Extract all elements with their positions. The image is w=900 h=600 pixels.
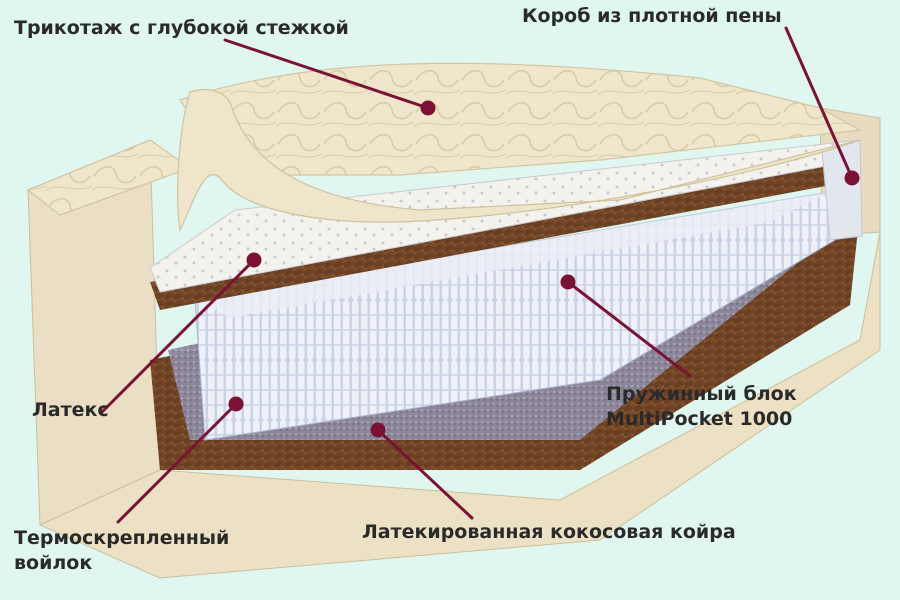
leader-foam-box (784, 26, 854, 180)
label-knitted-cover: Трикотаж с глубокой стежкой (14, 17, 349, 39)
label-felt-line2: войлок (14, 552, 93, 574)
label-felt-line1: Термоскрепленный (14, 527, 230, 549)
cover-flap (177, 89, 861, 232)
label-spring-block-line2: MultiPocket 1000 (606, 408, 793, 430)
label-felt: Термоскрепленный войлок (14, 526, 229, 576)
label-coir: Латекированная кокосовая койра (362, 521, 736, 543)
leader-felt (116, 402, 238, 524)
leader-latex (100, 258, 256, 414)
label-spring-block-line1: Пружинный блок (606, 383, 797, 405)
leader-knitted-cover (223, 38, 430, 110)
leader-spring-block (566, 280, 692, 378)
coir-layer-top (150, 158, 858, 310)
label-latex: Латекс (32, 399, 109, 421)
leader-coir (376, 428, 474, 520)
label-foam-box: Короб из плотной пены (522, 5, 782, 27)
quilted-cover (179, 62, 862, 176)
mattress-base (38, 231, 881, 579)
label-spring-block: Пружинный блок MultiPocket 1000 (606, 382, 797, 432)
